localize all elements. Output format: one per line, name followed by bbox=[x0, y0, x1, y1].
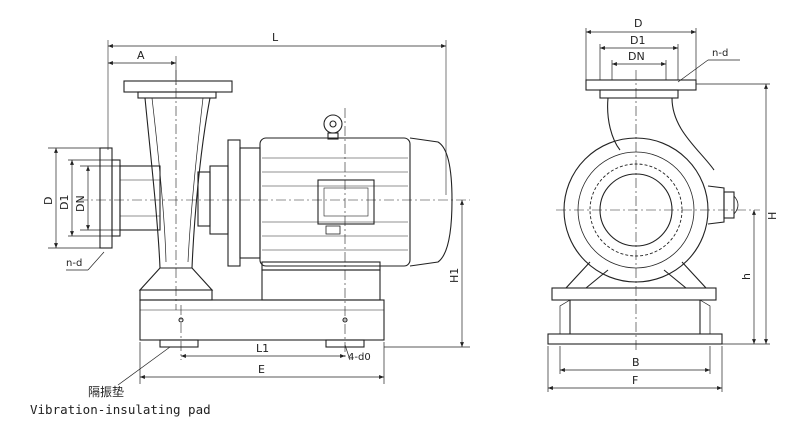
discharge-flange bbox=[123, 80, 233, 99]
front-view bbox=[547, 28, 770, 392]
base-frame bbox=[139, 299, 385, 348]
dim-L1: L1 bbox=[256, 342, 269, 355]
front-discharge-flange bbox=[585, 79, 697, 99]
dim-D: D bbox=[42, 197, 55, 205]
front-dim-B: B bbox=[632, 356, 640, 369]
pad-caption-en: Vibration-insulating pad bbox=[30, 402, 211, 417]
label-anchor: 4-d0 bbox=[348, 352, 371, 363]
front-dim-h: h bbox=[740, 273, 753, 280]
front-dim-DN: DN bbox=[628, 50, 645, 63]
isolation-pad-left bbox=[159, 339, 199, 348]
side-view-labels: L A D D1 DN n-d H1 L1 E 4-d0 bbox=[42, 31, 461, 376]
coupling bbox=[197, 139, 261, 267]
front-dim-H: H bbox=[766, 212, 779, 220]
front-dim-F: F bbox=[632, 374, 638, 387]
dim-DN: DN bbox=[74, 195, 87, 212]
dim-D1: D1 bbox=[58, 195, 71, 210]
pad-caption-cn: 隔振垫 bbox=[88, 385, 125, 399]
front-dim-D: D bbox=[634, 17, 642, 30]
front-label-nd: n-d bbox=[712, 48, 728, 59]
front-dim-D1: D1 bbox=[630, 34, 645, 47]
suction-flange bbox=[99, 147, 161, 249]
motor bbox=[259, 114, 453, 267]
dim-A: A bbox=[137, 49, 145, 62]
dim-E: E bbox=[258, 363, 265, 376]
motor-pedestal bbox=[261, 261, 381, 301]
dim-H1: H1 bbox=[448, 268, 461, 283]
dim-L: L bbox=[272, 31, 279, 44]
side-view bbox=[48, 40, 470, 386]
front-view-labels: D D1 DN n-d H h B F bbox=[628, 17, 779, 387]
label-nd: n-d bbox=[66, 258, 82, 269]
